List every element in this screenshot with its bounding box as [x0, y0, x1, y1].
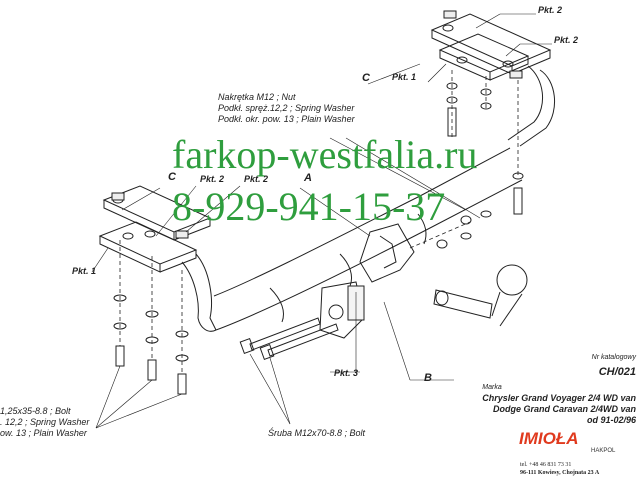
- callout-pkt2-top: Pkt. 2: [538, 5, 563, 15]
- logo-text: IMIOŁA: [519, 429, 579, 448]
- catalog-label: Nr katalogowy: [591, 354, 636, 361]
- callout-a: A: [304, 172, 312, 184]
- nut-spec: Nakrętka M12 ; Nut Podkł. spręż.12,2 ; S…: [218, 92, 355, 125]
- model-line1: Chrysler Grand Voyager 2/4 WD van: [482, 393, 636, 403]
- callout-c-left: C: [168, 171, 176, 183]
- left-mounting-bracket: [98, 185, 217, 332]
- callout-b: B: [424, 372, 432, 384]
- callout-pkt1-right: Pkt. 1: [392, 72, 417, 82]
- long-bolts: [239, 317, 339, 360]
- watermark-phone: 8-929-941-15-37: [172, 184, 446, 229]
- logo-sub: HAKPOL: [591, 448, 616, 454]
- bolt-spec-left-line3: ow. 13 ; Plain Washer: [0, 428, 87, 438]
- nut-spec-line3: Podkł. okr. pow. 13 ; Plain Washer: [218, 114, 355, 124]
- model-line2: Dodge Grand Caravan 2/4WD van: [492, 404, 636, 414]
- right-mounting-bracket: [430, 10, 556, 147]
- bolt-spec-left-line1: 1,25x35-8.8 ; Bolt: [0, 406, 71, 416]
- bolt-spec-bottom: Śruba M12x70-8.8 ; Bolt: [268, 428, 366, 438]
- leader-lines: [91, 13, 552, 429]
- callout-pkt2-left-a: Pkt. 2: [200, 174, 225, 184]
- callout-pkt2-mid: Pkt. 2: [554, 35, 579, 45]
- bolt-spec-left: 1,25x35-8.8 ; Bolt . 12,2 ; Spring Washe…: [0, 406, 89, 439]
- imiola-logo: IMIOŁA HAKPOL: [519, 429, 616, 454]
- nut-spec-line1: Nakrętka M12 ; Nut: [218, 92, 296, 102]
- nut-spec-line2: Podkł. spręż.12,2 ; Spring Washer: [218, 103, 355, 113]
- callout-pkt2-left-b: Pkt. 2: [244, 174, 269, 184]
- callout-pkt3: Pkt. 3: [334, 368, 359, 378]
- bolt-spec-left-line2: . 12,2 ; Spring Washer: [0, 417, 90, 427]
- left-fasteners: [113, 294, 189, 395]
- product-info: Nr katalogowy CH/021: [592, 352, 636, 379]
- contact-phone: tel. +48 46 831 73 31: [520, 462, 572, 468]
- callout-pkt1-left: Pkt. 1: [72, 266, 97, 276]
- model-years: od 91-02/96: [586, 415, 636, 425]
- callout-c-right: C: [362, 72, 370, 84]
- catalog-number: CH/021: [598, 366, 636, 378]
- vehicle-info: Marka Chrysler Grand Voyager 2/4 WD van …: [482, 382, 636, 426]
- assembly-lines: [119, 70, 519, 374]
- watermark-site: farkop-westfalia.ru: [172, 132, 478, 177]
- contact-address: 96-111 Kowiesy, Chojnata 23 A: [520, 470, 600, 476]
- brand-label: Marka: [482, 384, 502, 391]
